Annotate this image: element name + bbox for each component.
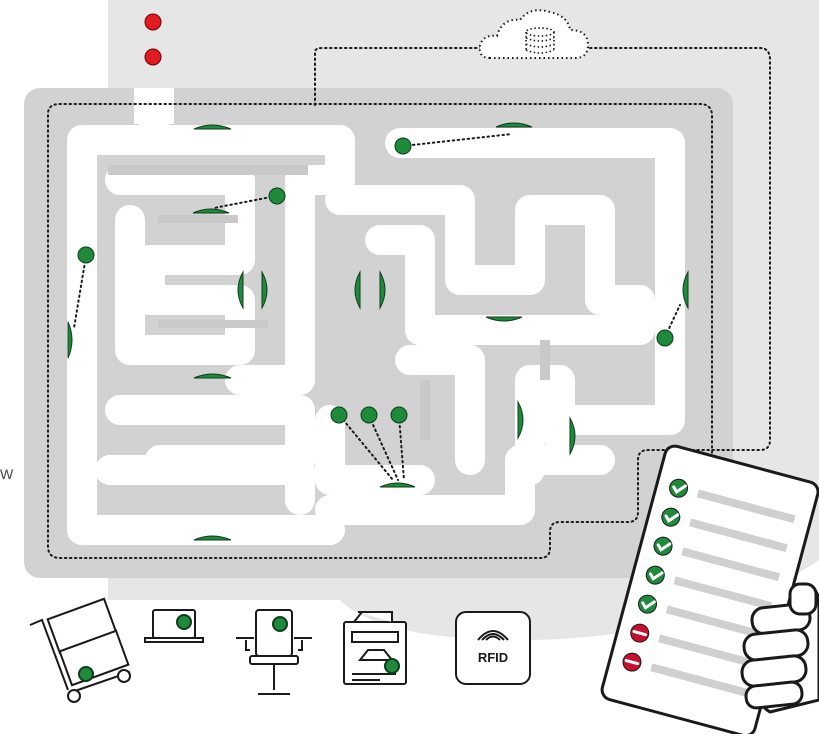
- rfid-badge-label: RFID: [478, 650, 508, 665]
- asset-tag: [391, 407, 407, 423]
- asset-tag: [361, 407, 377, 423]
- asset-tag: [269, 188, 285, 204]
- alert-dot: [145, 49, 161, 65]
- hand-truck-with-boxes-icon: [30, 599, 130, 702]
- asset-tag: [78, 247, 94, 263]
- asset-tag: [395, 138, 411, 154]
- alert-dot: [145, 14, 161, 30]
- laptop-icon: [145, 610, 203, 642]
- asset-tag: [657, 330, 673, 346]
- rfid-badge-icon: [456, 612, 530, 684]
- office-chair-icon: [236, 610, 312, 694]
- edge-text: W: [0, 466, 13, 482]
- asset-tag: [331, 407, 347, 423]
- printer-copier-icon: [344, 612, 406, 684]
